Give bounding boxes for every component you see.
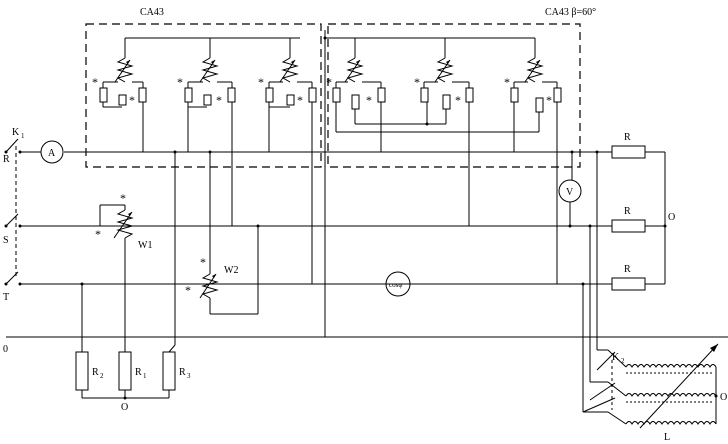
- svg-text:*: *: [185, 283, 191, 297]
- svg-text:*: *: [129, 93, 135, 107]
- svg-text:2: 2: [100, 372, 104, 380]
- svg-text:*: *: [120, 191, 126, 205]
- svg-text:2: 2: [621, 357, 625, 365]
- svg-text:*: *: [177, 75, 183, 89]
- svg-text:*: *: [297, 93, 303, 107]
- ammeter: A: [40, 140, 64, 164]
- svg-text:K: K: [12, 127, 20, 138]
- phase-r-label: R: [3, 154, 10, 165]
- svg-text:R: R: [624, 206, 631, 217]
- svg-text:*: *: [95, 227, 101, 241]
- meter-box-right: [327, 23, 581, 168]
- voltmeter: V: [558, 150, 582, 228]
- meter-right-title: CA43 β=60°: [545, 7, 596, 18]
- phase-s-label: S: [3, 235, 9, 246]
- inductor-label: L: [664, 432, 670, 443]
- switch-k2-and-inductor: K 2 O L: [582, 152, 727, 443]
- phase-t-label: T: [3, 292, 9, 303]
- svg-text:*: *: [504, 75, 510, 89]
- neutral-label: 0: [3, 344, 8, 355]
- star-node-label: O: [668, 212, 675, 223]
- svg-text:*: *: [92, 75, 98, 89]
- svg-text:R: R: [624, 264, 631, 275]
- bottom-resistors: R 2 R 1 R 3 O: [75, 282, 191, 413]
- meter-box-left: [85, 23, 322, 168]
- svg-text:*: *: [366, 93, 372, 107]
- w1-label: W1: [138, 240, 152, 251]
- svg-text:*: *: [326, 75, 332, 89]
- star-load: R R R O: [581, 132, 675, 291]
- svg-text:*: *: [258, 75, 264, 89]
- left-box-connections: [173, 102, 313, 345]
- wattmeter-w2: * * W2: [185, 224, 260, 315]
- svg-text:A: A: [48, 148, 56, 159]
- svg-text:R: R: [179, 367, 186, 378]
- cosphi-meter: cosφ: [385, 271, 411, 297]
- svg-text:*: *: [414, 75, 420, 89]
- switch-k1: K 1: [4, 127, 25, 286]
- svg-text:V: V: [566, 187, 574, 198]
- meter-left-elements: * * * * * *: [92, 37, 317, 152]
- svg-text:*: *: [200, 255, 206, 269]
- main-wiring: [6, 151, 728, 338]
- meter-right-elements: * * * * * *: [323, 30, 562, 337]
- svg-text:*: *: [216, 93, 222, 107]
- svg-text:R: R: [135, 367, 142, 378]
- svg-text:cosφ: cosφ: [389, 281, 402, 289]
- svg-text:R: R: [624, 132, 631, 143]
- svg-text:*: *: [546, 93, 552, 107]
- svg-text:*: *: [455, 93, 461, 107]
- svg-text:R: R: [92, 367, 99, 378]
- svg-text:1: 1: [21, 132, 25, 140]
- svg-text:1: 1: [143, 372, 147, 380]
- meter-left-title: CA43: [140, 7, 164, 18]
- bottom-node-label: O: [121, 402, 128, 413]
- wattmeter-w1: * * W1: [95, 191, 152, 345]
- w2-label: W2: [224, 265, 238, 276]
- inductor-node-label: O: [720, 392, 727, 403]
- svg-text:3: 3: [187, 372, 191, 380]
